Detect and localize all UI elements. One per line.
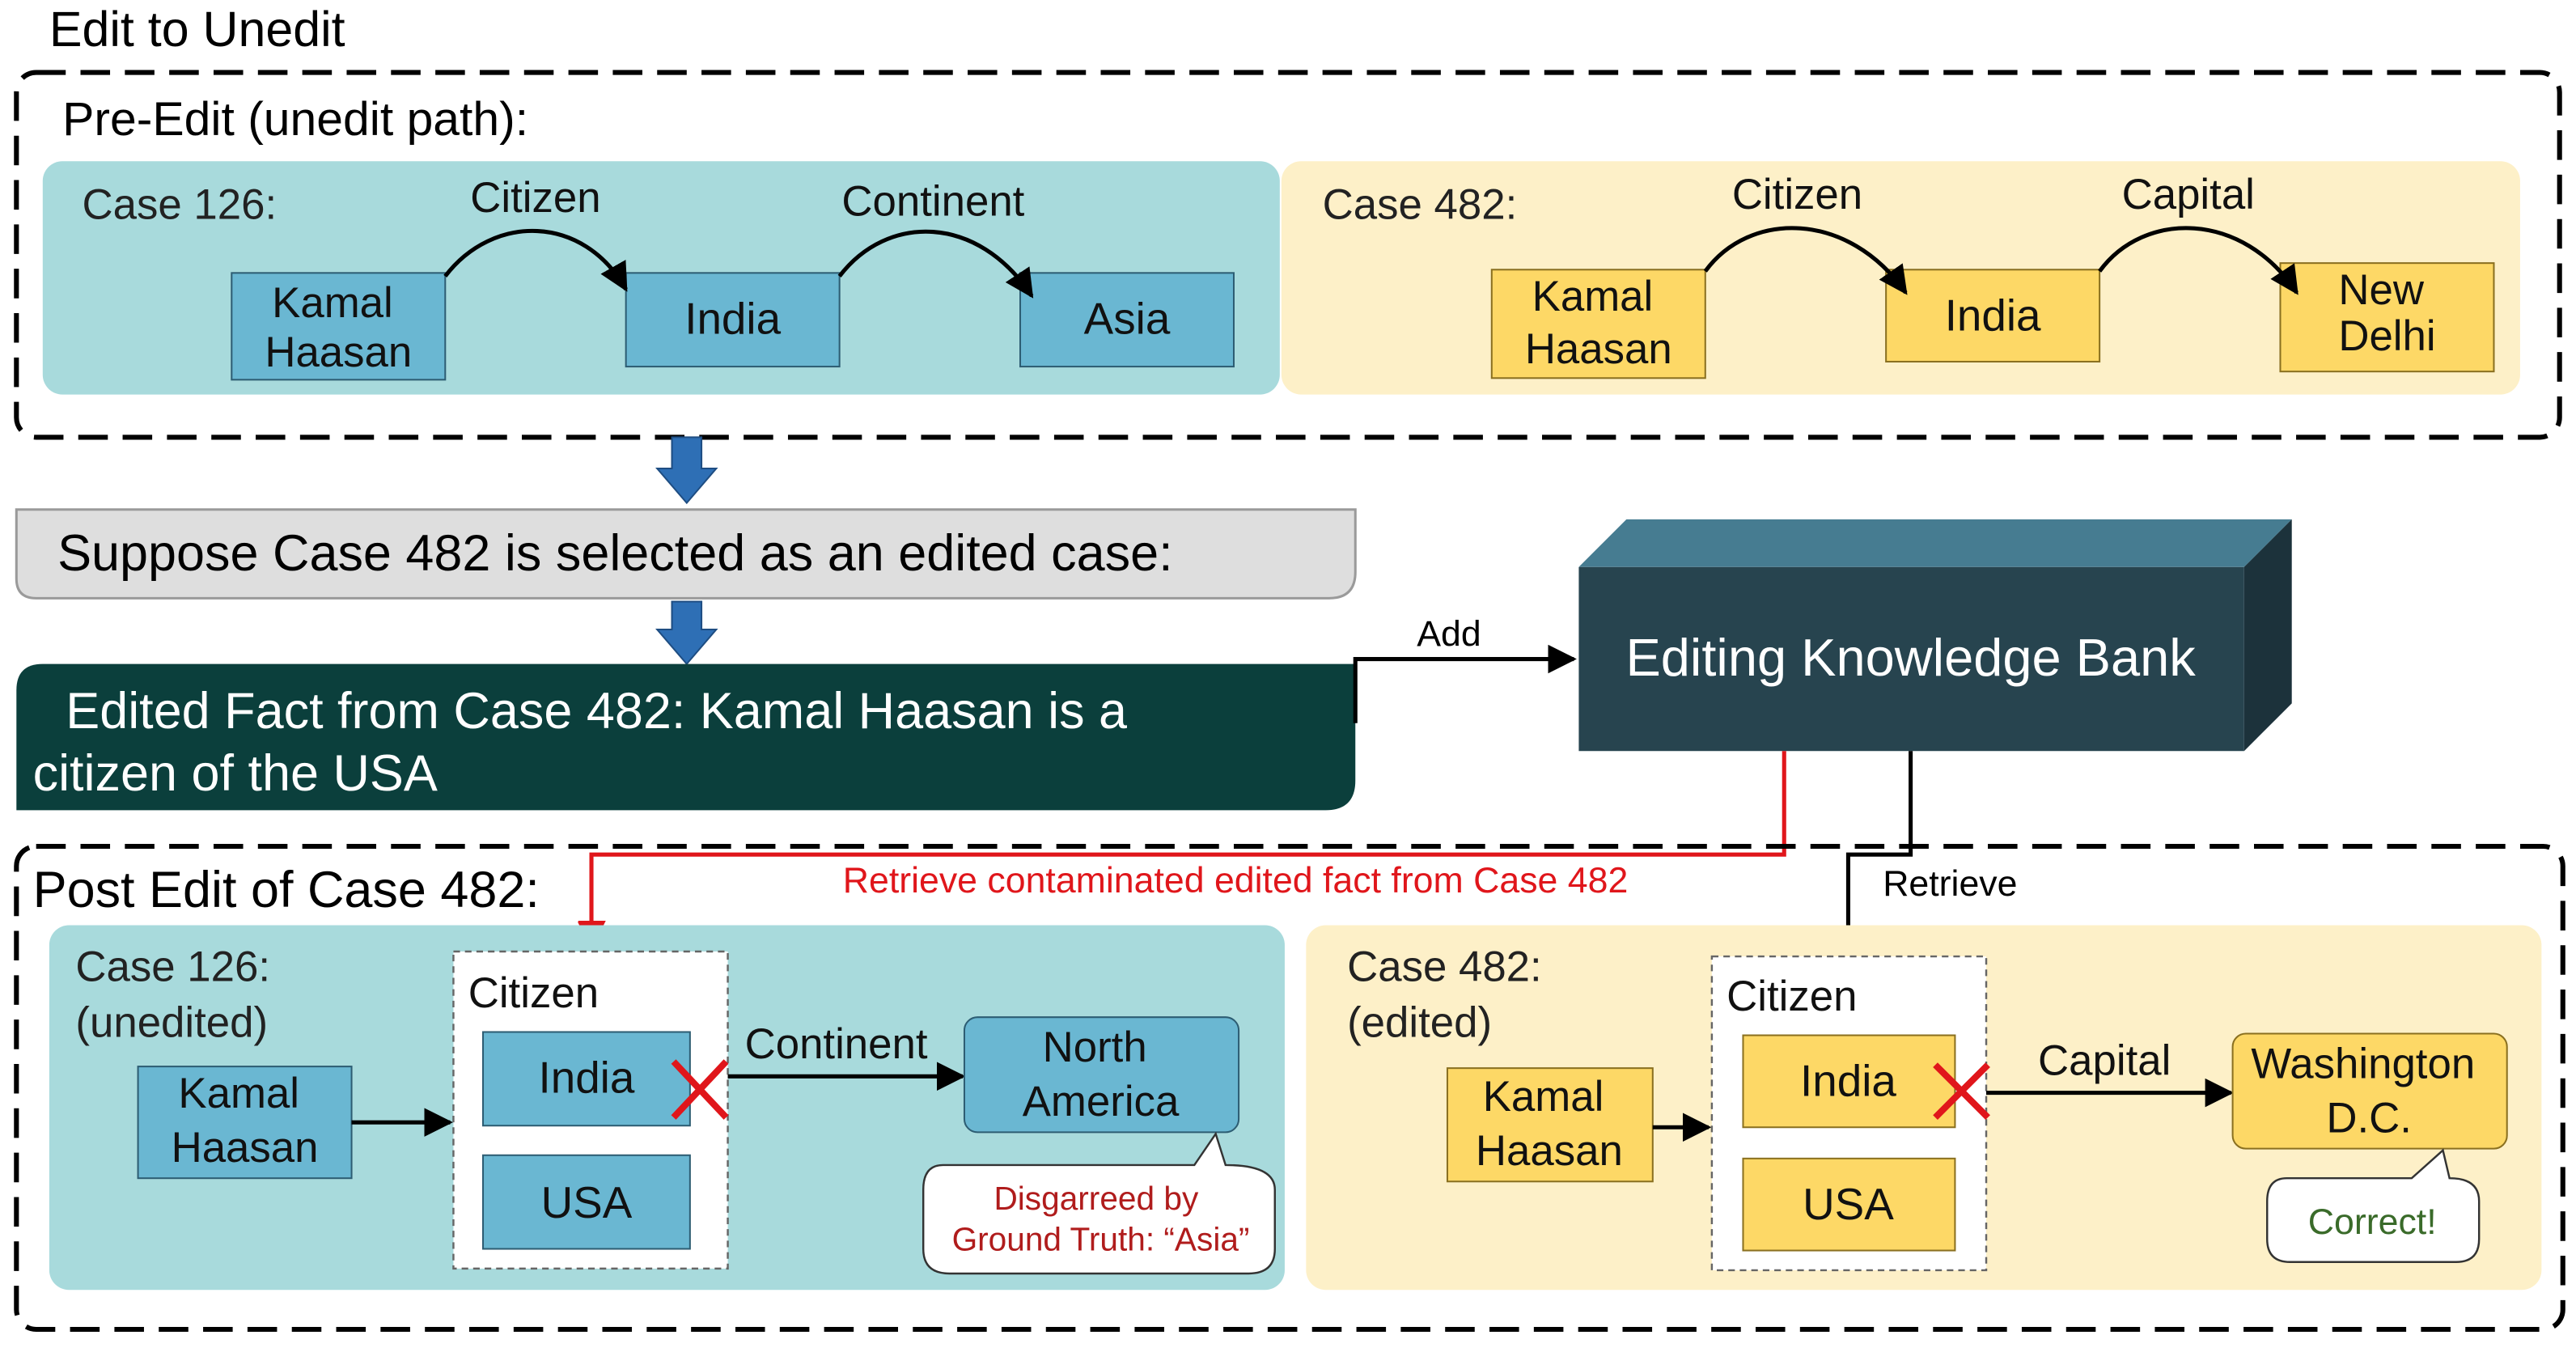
post-482-obj2-line2: D.C.	[2326, 1094, 2412, 1142]
suppose-banner	[15, 508, 1357, 600]
pre-126-subject-line2: Haasan	[265, 328, 412, 376]
pre-126-obj1-text: India	[684, 293, 781, 343]
post-126-rel2-label: Continent	[745, 1020, 928, 1068]
svg-text:Washington D.C.: Washington D.C.	[2251, 1040, 2486, 1142]
post-126-reject-x-icon	[671, 1059, 729, 1120]
post-126-group-rel: Citizen	[468, 969, 599, 1017]
post-case-126-label: Case 126:	[75, 943, 270, 991]
post-482-obj2-line1: Washington	[2251, 1040, 2475, 1087]
pre-edit-dashed-frame	[14, 70, 2562, 440]
pre-482-subject-line1: Kamal	[1532, 273, 1654, 320]
post-126-opt2-box	[481, 1154, 691, 1250]
pre-case-482-panel: Case 482: Kamal Haasan India New Delhi C…	[1281, 161, 2520, 395]
post-482-opt1-box	[1742, 1034, 1956, 1129]
pre-482-obj2-line2: Delhi	[2338, 312, 2435, 360]
pre-482-obj2-line1: New	[2338, 266, 2424, 314]
post-482-opt2-text: USA	[1803, 1179, 1894, 1229]
add-arrow	[1353, 644, 1577, 723]
pre-126-obj1-box	[625, 272, 841, 368]
svg-text:Disgarreed by Ground Tru: Disgarreed by Ground Truth: “Asia”	[952, 1180, 1250, 1258]
post-482-rel2-label: Capital	[2038, 1036, 2171, 1084]
pre-case-126-label: Case 126:	[83, 180, 278, 228]
contaminated-retrieve-arrow	[577, 751, 1786, 950]
retrieve-label: Retrieve	[1883, 864, 2017, 904]
pre-482-rel2-label: Capital	[2122, 171, 2255, 218]
post-482-reject-x-icon	[1933, 1062, 1990, 1120]
post-126-obj2-line2: America	[1023, 1078, 1180, 1125]
svg-text:Kamal Haasan: Kamal Haasan	[1525, 273, 1672, 373]
post-482-callout-text: Correct!	[2308, 1202, 2437, 1242]
post-case-126-status: (unedited)	[75, 999, 268, 1047]
pre-126-rel2-label: Continent	[841, 177, 1024, 225]
pre-482-rel1-arrow	[1703, 226, 1908, 295]
post-126-opt1-box	[481, 1031, 691, 1127]
post-126-obj2-box	[963, 1016, 1240, 1134]
pre-126-obj2-box	[1019, 272, 1235, 368]
post-126-callout-line1: Disgarreed by	[994, 1180, 1198, 1217]
pre-126-rel1-arrow	[443, 229, 628, 292]
retrieve-contaminated-label: Retrieve contaminated edited fact from C…	[843, 861, 1629, 901]
post-case-482-status: (edited)	[1347, 999, 1492, 1047]
add-label: Add	[1417, 614, 1481, 654]
post-126-callout-line2: Ground Truth: “Asia”	[952, 1221, 1250, 1258]
suppose-text: Suppose Case 482 is selected as an edite…	[57, 525, 1173, 582]
post-126-subject-box	[137, 1066, 353, 1180]
post-482-subject-line2: Haasan	[1476, 1127, 1623, 1175]
pre-482-subject-box	[1490, 269, 1706, 379]
edited-fact-line1: Edited Fact from Case 482: Kamal Haasan …	[66, 683, 1127, 740]
pre-482-rel2-arrow	[2098, 226, 2298, 295]
pre-482-obj1-box	[1885, 269, 2101, 362]
pre-482-rel1-label: Citizen	[1732, 171, 1862, 218]
svg-text:Edited Fact from Case 482: Kam: Edited Fact from Case 482: Kamal Haasan …	[33, 683, 1142, 802]
pre-482-subject-line2: Haasan	[1525, 325, 1672, 373]
post-126-subject-line1: Kamal	[178, 1070, 299, 1117]
post-482-opt1-text: India	[1800, 1056, 1896, 1106]
post-126-opt1-text: India	[538, 1053, 634, 1103]
pre-126-obj2-text: Asia	[1084, 293, 1171, 343]
pre-126-subject-box	[231, 272, 447, 381]
pre-126-rel2-arrow	[837, 229, 1034, 299]
post-edit-heading: Post Edit of Case 482:	[33, 862, 540, 918]
pre-edit-heading: Pre-Edit (unedit path):	[62, 93, 528, 146]
post-126-opt2-text: USA	[541, 1177, 633, 1227]
post-126-subject-line2: Haasan	[172, 1124, 319, 1172]
post-482-subject-line1: Kamal	[1483, 1073, 1604, 1121]
pre-482-obj2-box	[2279, 262, 2495, 373]
pre-482-obj1-text: India	[1945, 290, 2041, 340]
editing-knowledge-bank: Editing Knowledge Bank	[1578, 519, 2292, 752]
pre-case-482-label: Case 482:	[1323, 180, 1518, 228]
bank-label: Editing Knowledge Bank	[1625, 628, 2196, 687]
down-arrow-2	[655, 600, 718, 666]
svg-text:Kamal Haasan: Kamal Haasan	[265, 279, 412, 376]
retrieve-arrow	[1833, 751, 1913, 956]
post-482-opt2-box	[1742, 1157, 1956, 1252]
post-482-obj2-box	[2231, 1032, 2508, 1150]
post-126-obj2-line1: North	[1043, 1024, 1147, 1071]
post-case-482-panel: Case 482: (edited) Kamal Haasan Citizen …	[1306, 925, 2542, 1291]
edited-fact-line2: citizen of the USA	[33, 745, 438, 802]
pre-126-rel1-label: Citizen	[470, 174, 600, 222]
post-case-126-panel: Case 126: (unedited) Kamal Haasan Citize…	[49, 925, 1285, 1291]
post-edit-dashed-frame	[14, 843, 2565, 1333]
post-case-482-label: Case 482:	[1347, 943, 1542, 991]
post-482-subject-box	[1446, 1067, 1654, 1183]
post-126-callout	[922, 1131, 1276, 1275]
pre-case-126-panel: Case 126: Kamal Haasan India Asia Citize…	[42, 161, 1280, 395]
svg-text:New Delhi: New Delhi	[2338, 266, 2435, 360]
diagram-title: Edit to Unedit	[49, 2, 345, 57]
pre-126-subject-line1: Kamal	[272, 279, 393, 327]
svg-text:North America: North America	[1023, 1024, 1180, 1125]
edited-fact-banner	[16, 663, 1356, 811]
post-482-callout	[2266, 1148, 2481, 1263]
post-482-group-rel: Citizen	[1727, 973, 1857, 1020]
down-arrow-1	[655, 436, 718, 505]
svg-text:Kamal Haasan: Kamal Haasan	[172, 1070, 319, 1172]
svg-text:Kamal Haasan: Kamal Haasan	[1476, 1073, 1623, 1175]
